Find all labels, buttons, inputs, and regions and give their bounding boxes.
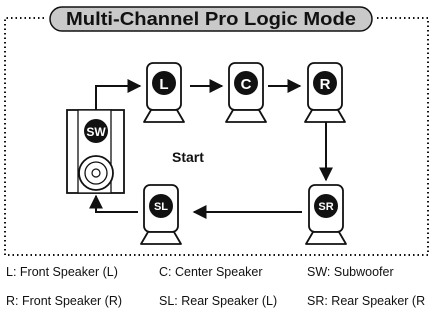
speaker-label-l: L <box>159 76 168 93</box>
speaker-front-left: L <box>143 62 185 123</box>
speaker-label-r: R <box>320 76 331 93</box>
speaker-label-c: C <box>241 76 252 93</box>
signal-arrows <box>89 79 333 219</box>
arrow-sl-to-sw <box>89 194 138 213</box>
arrow-sw-to-l <box>95 79 142 110</box>
legend-front-right: R: Front Speaker (R) <box>6 294 123 308</box>
legend-front-left: L: Front Speaker (L) <box>6 265 118 279</box>
legend-rear-left: SL: Rear Speaker (L) <box>159 294 278 308</box>
legend-rear-right: SR: Rear Speaker (R <box>307 294 426 308</box>
legend-center: C: Center Speaker <box>159 265 263 279</box>
dotted-frame <box>4 17 429 256</box>
speaker-center: C <box>225 62 267 123</box>
title-text: Multi-Channel Pro Logic Mode <box>66 9 356 29</box>
speaker-label-sl: SL <box>154 201 168 213</box>
speaker-front-right: R <box>304 62 346 123</box>
subwoofer-unit: SW <box>66 109 125 194</box>
speaker-label-sr: SR <box>318 201 333 213</box>
speaker-rear-left: SL <box>140 184 182 245</box>
legend-subwoofer: SW: Subwoofer <box>307 265 394 279</box>
speaker-rear-right: SR <box>305 184 347 245</box>
title-pill <box>49 6 373 32</box>
start-label: Start <box>172 149 204 165</box>
speaker-label-sw: SW <box>86 125 106 139</box>
